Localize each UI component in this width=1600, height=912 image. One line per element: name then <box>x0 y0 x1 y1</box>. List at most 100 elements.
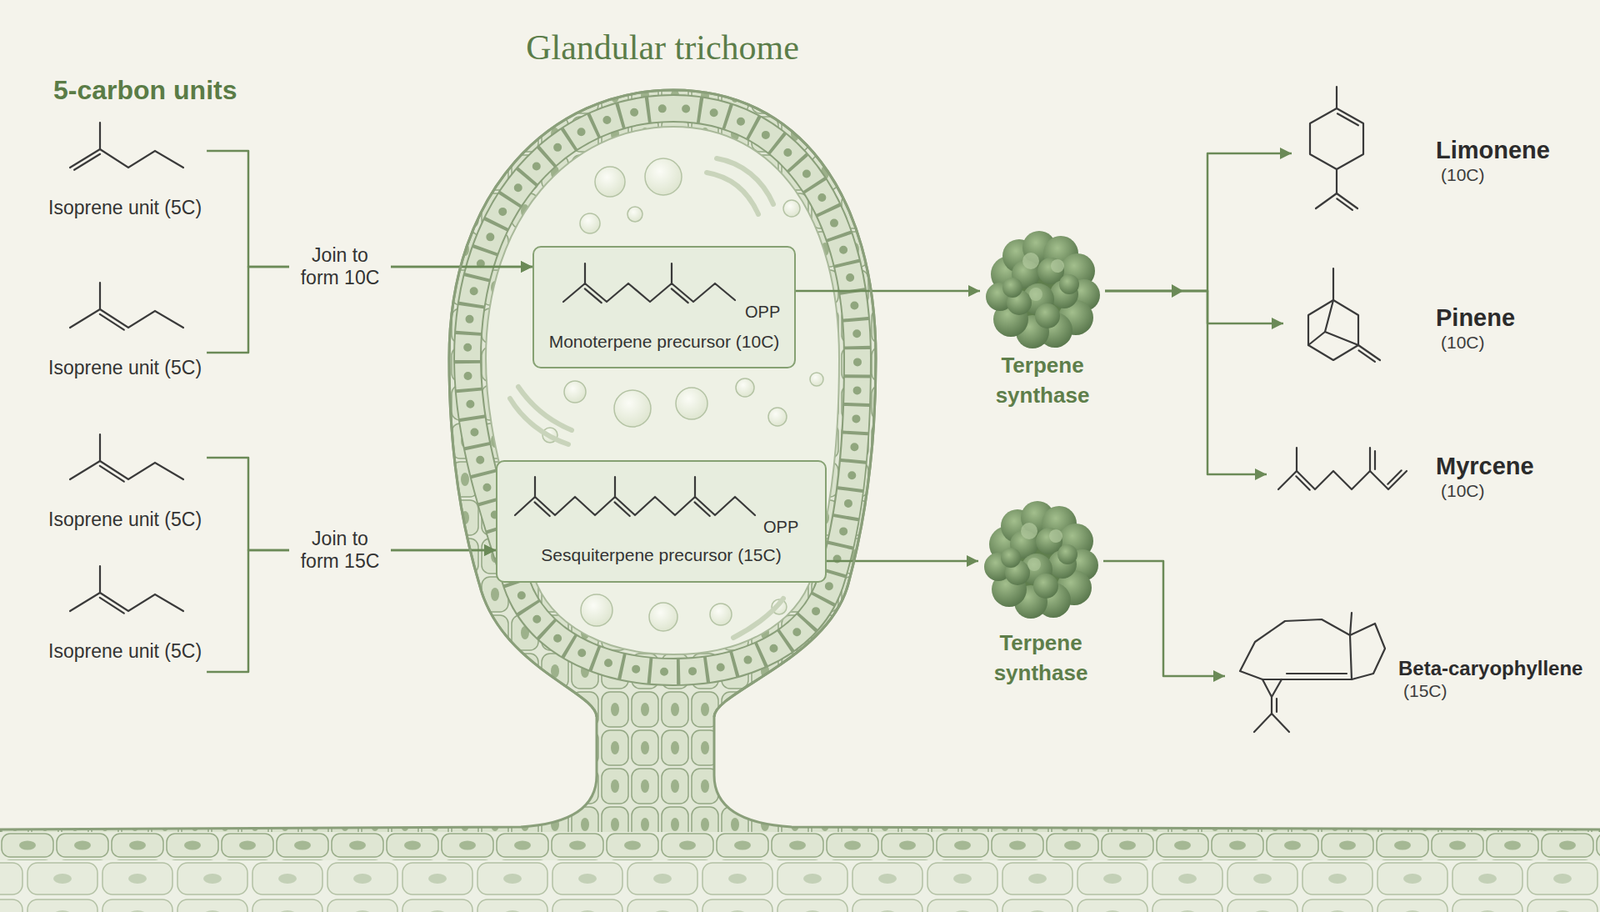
monoterpene-precursor-structure <box>671 288 689 303</box>
myrcene-structure <box>1278 470 1407 490</box>
trichome-heading: Glandular trichome <box>441 27 884 68</box>
isoprene-unit: Isoprene unit (5C) <box>43 560 207 677</box>
carbon-count: (10C) <box>1440 164 1550 185</box>
edge-label: Join to form 10C <box>289 242 391 291</box>
organelles <box>627 206 643 222</box>
terpene-product: Beta-caryophyllene(15C) <box>1225 606 1583 750</box>
isoprene-unit: Isoprene unit (5C) <box>43 276 207 394</box>
endoplasmic-reticulum <box>733 598 784 638</box>
unit-label: Isoprene unit (5C) <box>48 640 202 662</box>
organelles <box>783 200 800 217</box>
endoplasmic-reticulum <box>518 386 572 430</box>
caryophyllene-structure <box>1262 679 1282 697</box>
pinene-structure <box>1332 268 1335 300</box>
carbon-count: (15C) <box>1403 680 1583 701</box>
myrcene-structure <box>1278 447 1407 490</box>
caryophyllene-structure <box>1286 672 1347 675</box>
isoprene-structures <box>70 434 184 482</box>
precursor-box: OPP Monoterpene precursor (10C) <box>532 245 796 369</box>
enzyme-label: Terpene synthase <box>978 627 1104 688</box>
unit-label: Isoprene unit (5C) <box>48 508 202 530</box>
trichome-cell-ring <box>467 108 858 672</box>
product-name: Limonene <box>1435 136 1550 165</box>
sesquiterpene-precursor-structure <box>515 496 755 515</box>
endoplasmic-reticulum <box>706 172 759 215</box>
organelles <box>614 390 651 427</box>
monoterpene-precursor-structure <box>584 263 586 284</box>
sesquiterpene-precursor-structure <box>614 476 616 497</box>
product-name: Myrcene <box>1435 452 1535 480</box>
trichome-cell-ring <box>467 108 858 672</box>
limonene-structure <box>1335 86 1338 109</box>
organelles <box>645 158 682 195</box>
sesquiterpene-precursor-structure <box>535 501 550 516</box>
trichome-outline-path <box>449 90 876 717</box>
trichome-cavity <box>485 126 840 655</box>
myrcene-structure <box>1369 447 1371 471</box>
caryophyllene-structure <box>1240 612 1385 732</box>
isoprene-unit: Isoprene unit (5C) <box>43 116 207 234</box>
phosphate-group: OPP <box>745 301 780 322</box>
glandular-trichome: Glandular trichomeOPP Monoterpene precurs… <box>441 25 884 775</box>
pinene-structure <box>1359 350 1375 361</box>
sesquiterpene-precursor-structure <box>694 476 696 497</box>
enzyme-blobs <box>985 230 1100 349</box>
flow-arrow <box>1103 560 1225 676</box>
epidermis-and-trichome-wall <box>0 860 1600 912</box>
monoterpene-precursor-structure <box>585 288 602 303</box>
precursor-label: Monoterpene precursor (10C) <box>549 330 780 352</box>
pinene-structure <box>1325 300 1359 345</box>
precursor-box: OPPSesquiterpene precursor (15C) <box>495 460 827 583</box>
sesquiterpene-precursor-structure <box>515 476 755 516</box>
caryophyllene-structure <box>1350 623 1385 680</box>
myrcene-structure <box>1295 475 1310 490</box>
edge-label: Join to form 15C <box>289 525 391 575</box>
isoprene-unit: Isoprene unit (5C) <box>43 428 207 545</box>
isoprene-structures <box>70 282 184 330</box>
organelles <box>595 166 625 197</box>
limonene-structure <box>1335 169 1338 194</box>
caryophyllene-structure <box>1350 612 1352 635</box>
limonene-structure <box>1310 86 1364 210</box>
caryophyllene-structure <box>1271 713 1290 732</box>
trichome-cell-ring <box>467 108 858 672</box>
endoplasmic-reticulum <box>716 158 774 205</box>
monoterpene-precursor-structure <box>563 263 735 303</box>
section-heading: 5-carbon units <box>53 75 237 105</box>
organelles <box>810 372 824 386</box>
limonene-structure <box>1337 113 1359 125</box>
trichome-cell-ring <box>467 108 858 672</box>
terpene-synthase: Terpene synthase <box>978 502 1104 688</box>
isoprene-structures <box>70 122 184 170</box>
organelles <box>649 602 678 631</box>
organelles <box>735 378 755 397</box>
pinene-structure <box>1308 268 1380 362</box>
caryophyllene-structure <box>1254 713 1272 732</box>
caryophyllene-structure <box>1275 698 1278 712</box>
enzyme-blobs <box>984 500 1099 619</box>
organelles <box>580 213 600 234</box>
organelles <box>768 407 787 426</box>
myrcene-structure <box>1295 447 1298 471</box>
limonene-structure <box>1336 198 1353 210</box>
epidermis-and-trichome-wall <box>0 90 1600 912</box>
organelles <box>675 387 708 420</box>
myrcene-structure <box>1374 450 1376 470</box>
product-name: Beta-caryophyllene <box>1398 656 1583 680</box>
organelles <box>564 380 586 403</box>
sesquiterpene-precursor-structure <box>695 501 710 516</box>
pinene-structure <box>1308 300 1359 360</box>
myrcene-structure <box>1387 470 1401 484</box>
unit-label: Isoprene unit (5C) <box>48 356 202 379</box>
flow-arrow <box>1105 290 1267 475</box>
isoprene-structures <box>70 565 184 614</box>
organelles <box>580 594 613 626</box>
flow-arrow <box>826 560 979 563</box>
trichome-outline <box>441 25 884 775</box>
flow-arrow <box>1105 290 1284 324</box>
caryophyllene-structure <box>1240 619 1352 680</box>
monoterpene-precursor-structure <box>670 263 673 284</box>
terpene-product: Pinene(10C) <box>1283 260 1515 367</box>
epidermis-and-trichome-wall <box>0 831 1600 860</box>
